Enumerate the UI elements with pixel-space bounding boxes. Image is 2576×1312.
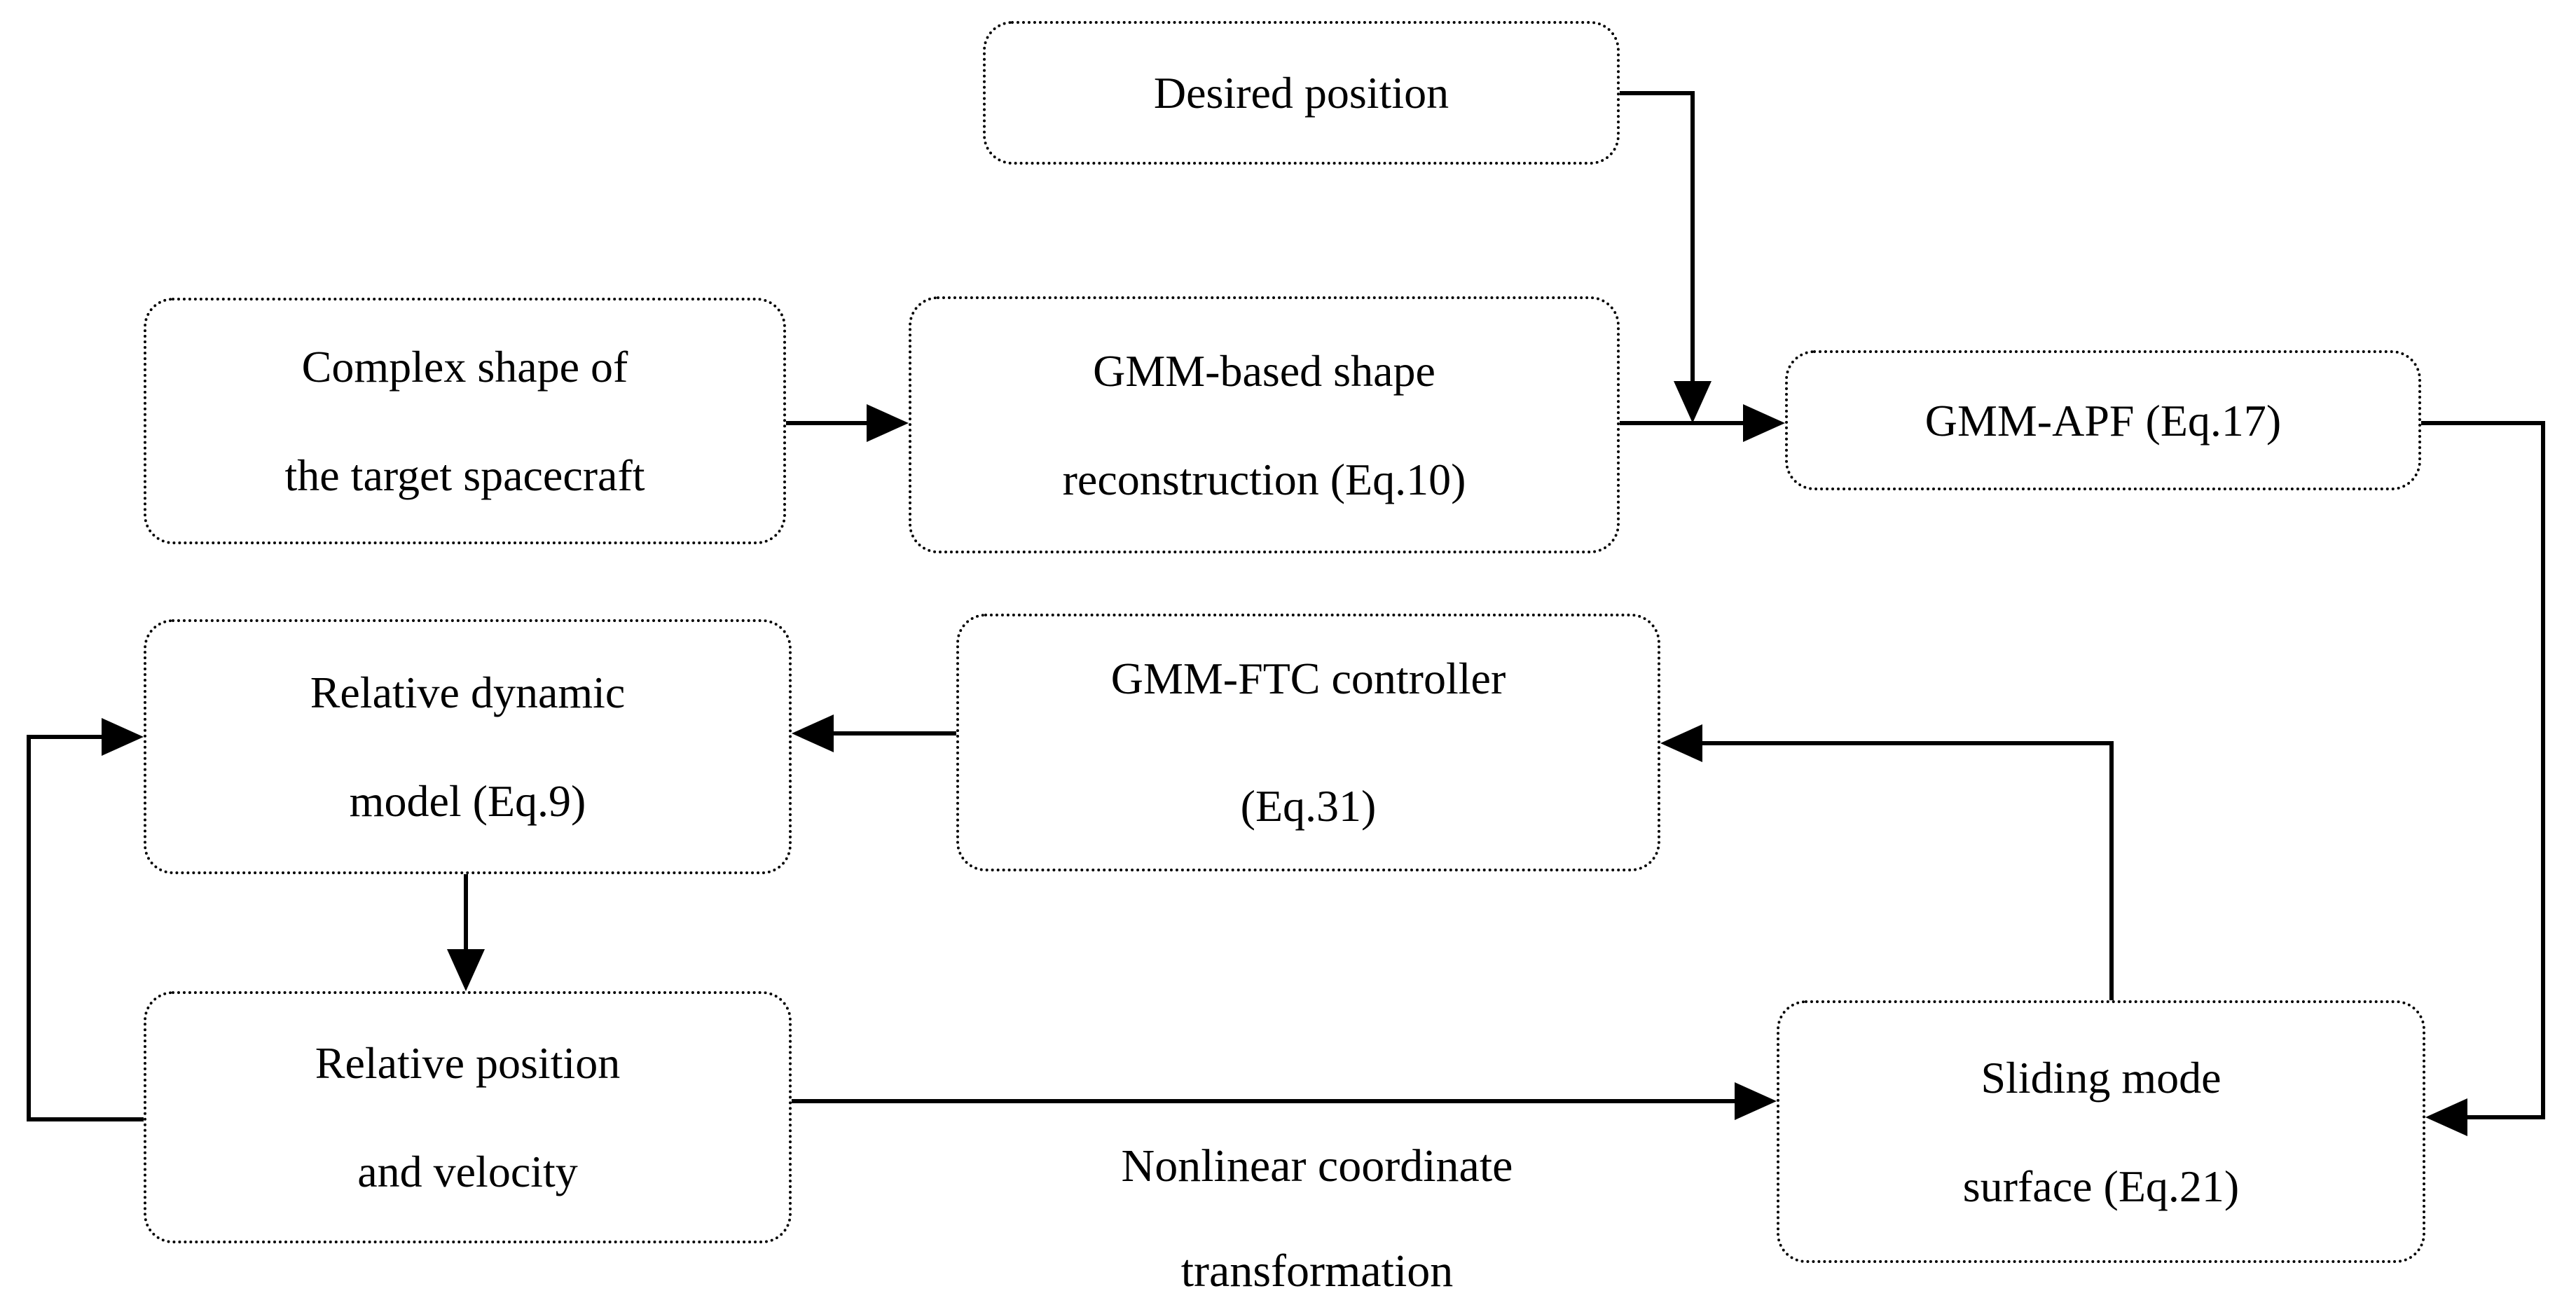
node-gmm-ftc-controller: GMM-FTC controller (Eq.31) (956, 614, 1660, 871)
node-sliding-mode-surface-label-line1: Sliding mode (1981, 1052, 2222, 1103)
node-gmm-apf-label: GMM-APF (Eq.17) (1924, 395, 2282, 446)
connector-right-rail-line (2541, 421, 2545, 1119)
arrowhead-complex-to-gmmshape (867, 404, 909, 442)
arrowhead-feedback-to-reldyn (102, 718, 144, 756)
arrowhead-desired-down (1674, 381, 1711, 423)
edge-label-line1: Nonlinear coordinate (1121, 1140, 1513, 1192)
node-relative-position-velocity-label-line2: and velocity (357, 1147, 578, 1196)
arrowhead-ftc-to-reldyn (792, 714, 834, 752)
connector-relpos-to-sliding-line (792, 1099, 1739, 1103)
connector-ftc-to-reldyn-line (829, 731, 956, 736)
arrowhead-rail-to-sliding (2425, 1098, 2467, 1136)
node-complex-shape: Complex shape of the target spacecraft (144, 298, 786, 544)
edge-label-line2: transformation (1180, 1245, 1454, 1297)
connector-gmmapf-exit-line (2421, 421, 2545, 425)
node-relative-dynamic-model-label-line2: model (Eq.9) (349, 776, 586, 826)
edge-label-nonlinear-transformation: Nonlinear coordinate transformation (932, 1114, 1702, 1312)
arrowhead-reldyn-to-relpos (447, 949, 485, 991)
connector-reldyn-to-relpos-line (464, 874, 468, 953)
connector-desired-horizontal-line (1620, 91, 1695, 95)
node-complex-shape-label-line1: Complex shape of (301, 342, 628, 392)
node-gmm-ftc-controller-label-line2: (Eq.31) (1240, 781, 1377, 831)
connector-feedback-top-line (27, 735, 106, 739)
connector-complex-to-gmmshape-line (786, 421, 871, 425)
arrowhead-relpos-to-sliding (1735, 1082, 1777, 1120)
node-gmm-ftc-controller-label-line1: GMM-FTC controller (1110, 654, 1506, 703)
node-relative-dynamic-model: Relative dynamic model (Eq.9) (144, 619, 792, 874)
connector-sliding-to-ftc-line (1698, 741, 2114, 745)
node-gmm-apf: GMM-APF (Eq.17) (1785, 350, 2421, 490)
connector-desired-vertical-line (1690, 91, 1695, 385)
connector-feedback-vertical-line (27, 735, 31, 1121)
connector-sliding-up-line (2109, 743, 2114, 1000)
node-complex-shape-label-line2: the target spacecraft (284, 450, 645, 500)
node-desired-position: Desired position (983, 21, 1620, 165)
connector-feedback-bottom-line (27, 1117, 144, 1121)
node-gmm-shape-label-line2: reconstruction (Eq.10) (1062, 454, 1466, 504)
node-desired-position-label: Desired position (1153, 68, 1449, 118)
node-relative-position-velocity: Relative position and velocity (144, 991, 792, 1243)
node-sliding-mode-surface-label-line2: surface (Eq.21) (1962, 1161, 2240, 1211)
arrowhead-gmmshape-to-gmmapf (1743, 404, 1785, 442)
connector-rail-to-sliding-line (2465, 1115, 2545, 1119)
node-gmm-shape-label-line1: GMM-based shape (1093, 345, 1435, 396)
node-sliding-mode-surface: Sliding mode surface (Eq.21) (1777, 1000, 2425, 1263)
node-relative-position-velocity-label-line1: Relative position (315, 1038, 621, 1088)
node-relative-dynamic-model-label-line1: Relative dynamic (310, 668, 626, 717)
node-gmm-shape-reconstruction: GMM-based shape reconstruction (Eq.10) (909, 296, 1620, 553)
arrowhead-sliding-to-ftc (1660, 724, 1702, 762)
connector-gmmshape-to-gmmapf-line (1620, 421, 1747, 425)
